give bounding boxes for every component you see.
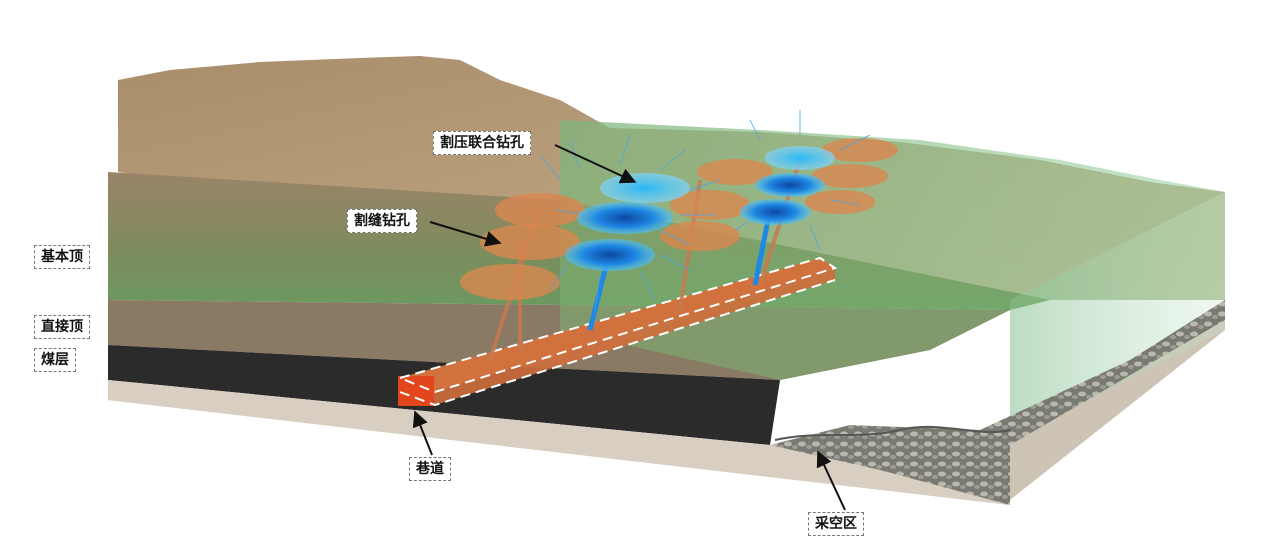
main-roof-label: 基本顶: [34, 245, 90, 269]
leader-arrows: [412, 144, 846, 511]
arrow-slotting: [429, 221, 502, 247]
blue-fracture-zones: [565, 146, 835, 271]
immediate-roof-label: 直接顶: [34, 315, 90, 339]
goaf-gravel: [770, 300, 1225, 505]
arrow-roadway: [412, 410, 433, 456]
translucent-rock-block: [1010, 192, 1225, 440]
slotting-discs: [460, 138, 898, 300]
combined-borehole-label: 割压联合钻孔: [433, 131, 531, 155]
roadway-label: 巷道: [409, 457, 451, 481]
coal-seam-label: 煤层: [34, 348, 76, 372]
floor-front-face: [108, 380, 1010, 505]
arrow-goaf: [816, 450, 846, 511]
roadway-end: [398, 376, 434, 406]
slotting-borehole-label: 割缝钻孔: [347, 209, 417, 233]
goaf-label: 采空区: [808, 512, 864, 536]
roadway-top: [400, 258, 835, 405]
goaf-edge: [774, 425, 1011, 441]
arrow-combined: [554, 144, 637, 184]
